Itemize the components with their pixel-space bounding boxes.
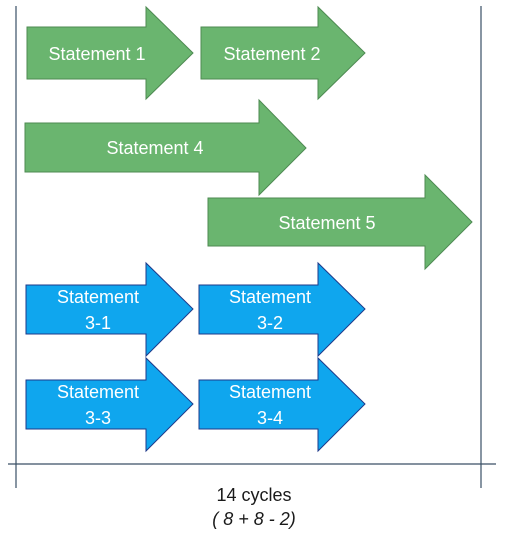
arrow-statement-1: Statement 1 — [26, 5, 194, 101]
arrow-statement-3-3-line1: Statement — [57, 382, 139, 402]
arrow-statement-3-3: Statement 3-3 — [25, 356, 194, 453]
arrow-statement-4-label: Statement 4 — [106, 138, 203, 158]
cycles-formula: ( 8 + 8 - 2) — [212, 509, 296, 529]
arrow-statement-5-label: Statement 5 — [278, 213, 375, 233]
arrow-statement-3-2-line2: 3-2 — [257, 313, 283, 333]
arrow-statement-3-2: Statement 3-2 — [198, 261, 366, 358]
arrow-statement-3-1-line1: Statement — [57, 287, 139, 307]
arrow-statement-3-3-line2: 3-3 — [85, 408, 111, 428]
arrow-statement-5: Statement 5 — [207, 173, 473, 271]
arrow-statement-4: Statement 4 — [24, 98, 307, 197]
arrow-statement-3-2-line1: Statement — [229, 287, 311, 307]
arrow-statement-3-4-line1: Statement — [229, 382, 311, 402]
cycles-caption: 14 cycles — [216, 485, 291, 505]
arrow-statement-3-4-line2: 3-4 — [257, 408, 283, 428]
arrow-statement-2: Statement 2 — [200, 5, 366, 101]
arrow-statement-3-4: Statement 3-4 — [198, 356, 366, 453]
arrow-statement-3-1-line2: 3-1 — [85, 313, 111, 333]
arrow-statement-3-1: Statement 3-1 — [25, 261, 194, 358]
arrow-statement-1-label: Statement 1 — [48, 44, 145, 64]
arrow-statement-2-label: Statement 2 — [223, 44, 320, 64]
